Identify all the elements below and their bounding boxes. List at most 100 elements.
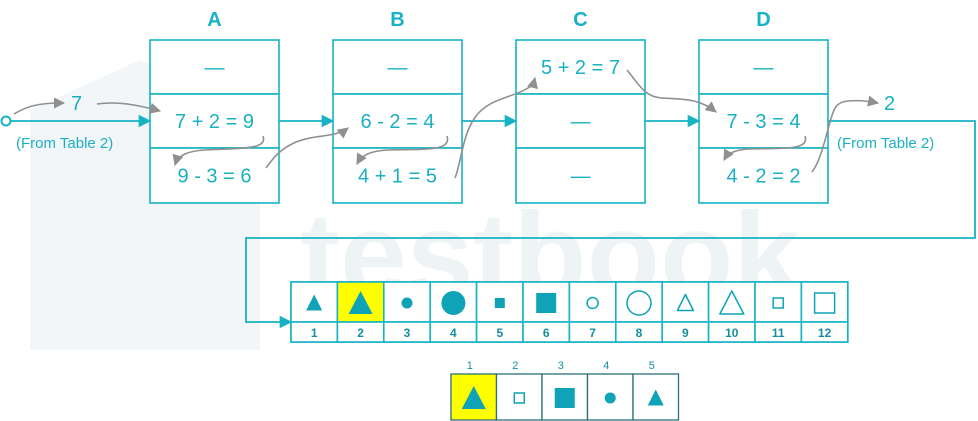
circle-outline-large-icon — [626, 290, 652, 316]
answer-box — [495, 373, 543, 421]
shape-box — [614, 281, 663, 323]
block-cell-text: — — [205, 57, 225, 79]
block-label: D — [756, 9, 770, 31]
shape-number: 5 — [496, 326, 503, 340]
block-cell-text: 4 + 1 = 5 — [358, 166, 437, 188]
shape-cell-10: 10 — [707, 281, 756, 343]
answer-cell-4: 4 — [586, 360, 634, 421]
circle-filled-large-icon — [441, 291, 466, 315]
shape-number: 2 — [357, 326, 364, 340]
block-cell — [332, 147, 463, 204]
shape-cell-1: 1 — [290, 281, 339, 343]
gray-arrow-start-to-7 — [13, 97, 66, 115]
process-arrows — [13, 69, 880, 179]
triangle-filled-small-icon — [647, 389, 664, 406]
gray-arrow-a-mid-to-low — [172, 135, 265, 167]
block-label: A — [207, 9, 221, 31]
triangle-outline-large-icon — [719, 290, 745, 315]
gray-arrow-c-to-d — [626, 69, 717, 113]
block-cell-text: 7 + 2 = 9 — [175, 111, 254, 133]
circle-filled-small-icon — [401, 297, 413, 309]
triangle-outline-small-icon — [676, 293, 695, 312]
shape-cell-5: 5 — [475, 281, 524, 343]
shape-number: 8 — [636, 326, 643, 340]
answer-number: 1 — [467, 360, 473, 372]
block-cell — [698, 39, 829, 95]
number-box — [800, 321, 849, 343]
block-cell-text: — — [388, 57, 408, 79]
shape-number: 12 — [818, 326, 832, 340]
gray-arrow-d-to-2 — [811, 95, 880, 173]
square-filled-large-icon — [536, 293, 557, 313]
input-value: 7 — [71, 93, 82, 115]
triangle-filled-large-icon — [348, 291, 373, 314]
block-cell-text: 6 - 2 = 4 — [361, 111, 435, 133]
square-outline-large-icon — [813, 292, 836, 314]
shape-cell-6: 6 — [522, 281, 571, 343]
block-d: D—7 - 3 = 44 - 2 = 2 — [698, 9, 829, 204]
square-outline-small-icon — [772, 297, 784, 309]
triangle-filled-large-icon — [461, 386, 486, 409]
shape-number: 10 — [725, 326, 739, 340]
block-cell-text: — — [571, 111, 591, 133]
gray-arrow-7-to-a — [96, 102, 162, 114]
block-cell — [149, 39, 280, 95]
shape-number: 4 — [450, 326, 457, 340]
answer-number: 3 — [558, 360, 564, 372]
block-c: C 5 + 2 = 7 — — — [515, 9, 646, 204]
transform-blocks: A — 7 + 2 = 9 9 - 3 = 6 B — 6 - 2 = 4 4 + 1 = 5… — [149, 9, 829, 204]
shape-box — [800, 281, 849, 323]
answer-row: 1 2 3 4 5 — [450, 360, 680, 421]
shape-cell-11: 11 — [754, 281, 803, 343]
shape-cell-4: 4 — [429, 281, 478, 343]
shape-number: 7 — [589, 326, 596, 340]
shape-cell-3: 3 — [382, 281, 431, 343]
arrow-d-to-table — [245, 120, 976, 329]
block-cell-text: 4 - 2 = 2 — [727, 166, 801, 188]
output-value: 2 — [884, 93, 895, 115]
block-cell — [515, 93, 646, 149]
gray-arrow-b-to-c — [454, 76, 538, 179]
circle-filled-small-icon — [604, 392, 616, 404]
square-outline-small-icon — [513, 392, 525, 404]
answer-cell-5: 5 — [632, 360, 680, 421]
circle-outline-small-icon — [586, 296, 599, 310]
output-labels: 2 (From Table 2) — [837, 93, 934, 152]
block-label: B — [390, 9, 404, 31]
block-cell-text: 9 - 3 = 6 — [178, 166, 252, 188]
block-label: C — [573, 9, 587, 31]
answer-cell-3: 3 — [541, 360, 589, 421]
block-cell — [515, 147, 646, 204]
shape-cell-7: 7 — [568, 281, 617, 343]
answer-cell-1: 1 — [450, 360, 498, 421]
shape-number: 9 — [682, 326, 689, 340]
shape-number: 1 — [311, 326, 318, 340]
triangle-filled-small-icon — [306, 294, 323, 311]
square-filled-small-icon — [494, 298, 505, 308]
shape-box — [707, 281, 756, 323]
input-note: (From Table 2) — [16, 135, 113, 152]
input-labels: 7 (From Table 2) — [16, 93, 113, 152]
gray-arrow-a-to-b — [265, 127, 349, 169]
shape-cell-2: 2 — [336, 281, 385, 343]
shape-cell-8: 8 — [614, 281, 663, 343]
block-b: B — 6 - 2 = 4 4 + 1 = 5 — [332, 9, 463, 204]
answer-number: 4 — [603, 360, 609, 372]
shape-number: 6 — [543, 326, 550, 340]
answer-cell-2: 2 — [495, 360, 543, 421]
shape-box — [568, 281, 617, 323]
block-a: A — 7 + 2 = 9 9 - 3 = 6 — [149, 9, 280, 204]
output-note: (From Table 2) — [837, 135, 934, 152]
start-node — [0, 115, 12, 127]
shape-box — [754, 281, 803, 323]
gray-arrow-b-mid-to-low — [356, 135, 449, 165]
answer-number: 5 — [649, 360, 655, 372]
block-cell — [149, 147, 280, 204]
block-cell-text: — — [571, 166, 591, 188]
block-cell-text: 7 - 3 = 4 — [727, 111, 801, 133]
block-cell-text: 5 + 2 = 7 — [541, 57, 620, 79]
shape-number: 11 — [772, 326, 785, 340]
shape-cell-9: 9 — [661, 281, 710, 343]
